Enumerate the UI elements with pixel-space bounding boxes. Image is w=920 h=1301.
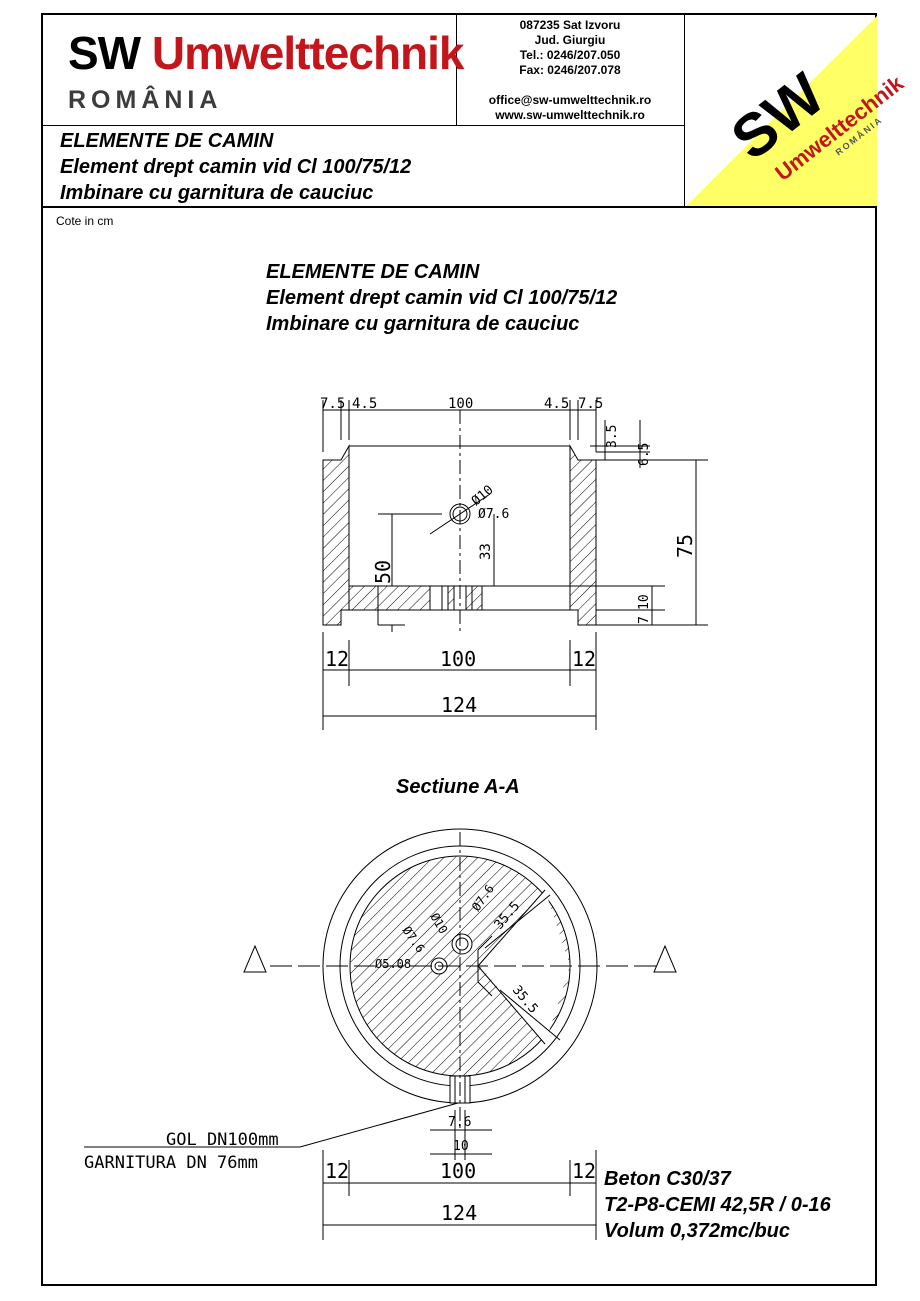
drawing-title-line1: ELEMENTE DE CAMIN — [266, 261, 480, 283]
spec-line3: Volum 0,372mc/buc — [604, 1220, 790, 1242]
dim-wall-right: 12 — [572, 647, 596, 671]
channel-edges — [477, 889, 546, 1045]
sec-gap-small: 7.6 — [448, 1115, 471, 1130]
contact-tel: Tel.: 0246/207.050 — [519, 48, 621, 62]
drawing-title-line2: Element drept camin vid Cl 100/75/12 — [266, 287, 618, 309]
dim-wall-left: 12 — [325, 647, 349, 671]
slab-mid3 — [471, 585, 483, 611]
header-bottom-line — [41, 206, 877, 208]
elevation-view — [322, 400, 708, 730]
label-garnitura: GARNITURA DN 76mm — [84, 1153, 258, 1173]
header-mid-line — [41, 125, 685, 126]
dim-right-small-a: 3.5 — [605, 425, 620, 448]
contact-fax: Fax: 0246/207.078 — [519, 63, 621, 77]
slab-mid2 — [465, 585, 473, 611]
spec-line1: Beton C30/37 — [604, 1168, 731, 1190]
dim-bottom-10: 10 — [637, 594, 652, 610]
header-divider-2 — [684, 13, 685, 207]
contact-block: 087235 Sat Izvoru Jud. Giurgiu Tel.: 024… — [457, 18, 683, 123]
drawing-title-line3: Imbinare cu garnitura de cauciuc — [266, 313, 580, 335]
left-wall — [322, 444, 350, 626]
dim-bottom-7: 7 — [637, 616, 652, 624]
logo-sw: SW — [68, 27, 141, 79]
company-logo: SW Umwelttechnik — [68, 27, 465, 79]
sec-wall-left: 12 — [325, 1159, 349, 1183]
dim-top-left-b: 4.5 — [352, 396, 377, 412]
page-frame — [41, 13, 877, 1286]
sec-inner-width: 100 — [440, 1159, 476, 1183]
section-view — [84, 828, 677, 1240]
elevation-labels: 7.5 4.5 100 4.5 7.5 3.5 6.5 Ø10 Ø7.6 33 … — [320, 396, 697, 717]
dim-height-50: 50 — [371, 560, 395, 584]
dim-top-left-a: 7.5 — [320, 396, 345, 412]
slab-mid1 — [447, 585, 455, 611]
contact-email[interactable]: office@sw-umwelttechnik.ro — [488, 93, 652, 107]
sec-outer-width: 124 — [441, 1201, 477, 1225]
badge-logo: SW Umwelttechnik ROMÂNIA — [686, 16, 909, 206]
section-title: Sectiune A-A — [396, 776, 520, 798]
header-title: ELEMENTE DE CAMIN Element drept camin vi… — [60, 128, 411, 206]
units-note: Cote in cm — [56, 214, 114, 228]
contact-web[interactable]: www.sw-umwelttechnik.ro — [495, 108, 645, 122]
dim-top-right-a: 7.5 — [578, 396, 603, 412]
dim-pipe-inner: Ø7.6 — [478, 507, 509, 522]
badge-background — [686, 16, 877, 206]
dim-inner-width: 100 — [440, 647, 476, 671]
header-title-line3: Imbinare cu garnitura de cauciuc — [60, 182, 374, 204]
label-gol: GOL DN100mm — [166, 1130, 279, 1150]
dim-height-75: 75 — [673, 534, 697, 558]
dim-outer-width: 124 — [441, 693, 477, 717]
right-wall — [569, 444, 597, 626]
slab-left — [348, 585, 431, 611]
contact-address: 087235 Sat Izvoru — [519, 18, 621, 32]
spec-block: Beton C30/37 T2-P8-CEMI 42,5R / 0-16 Vol… — [604, 1166, 831, 1244]
dim-top-right-b: 4.5 — [544, 396, 569, 412]
sec-wall-right: 12 — [572, 1159, 596, 1183]
sec-dim-d508: Ø5.08 — [375, 957, 411, 971]
dim-top-center: 100 — [448, 396, 473, 412]
drawing-title: ELEMENTE DE CAMIN Element drept camin vi… — [266, 259, 617, 337]
contact-county: Jud. Giurgiu — [534, 33, 606, 47]
dim-right-small-b: 6.5 — [637, 443, 652, 466]
logo-brand: Umwelttechnik — [151, 27, 465, 79]
sec-gap-10: 10 — [453, 1139, 469, 1154]
dim-height-pipe: 33 — [478, 543, 494, 560]
header-title-line1: ELEMENTE DE CAMIN — [60, 130, 274, 152]
spec-line2: T2-P8-CEMI 42,5R / 0-16 — [604, 1194, 831, 1216]
header-divider-1 — [456, 13, 457, 126]
logo-country: ROMÂNIA — [68, 86, 223, 114]
header-title-line2: Element drept camin vid Cl 100/75/12 — [60, 156, 412, 178]
